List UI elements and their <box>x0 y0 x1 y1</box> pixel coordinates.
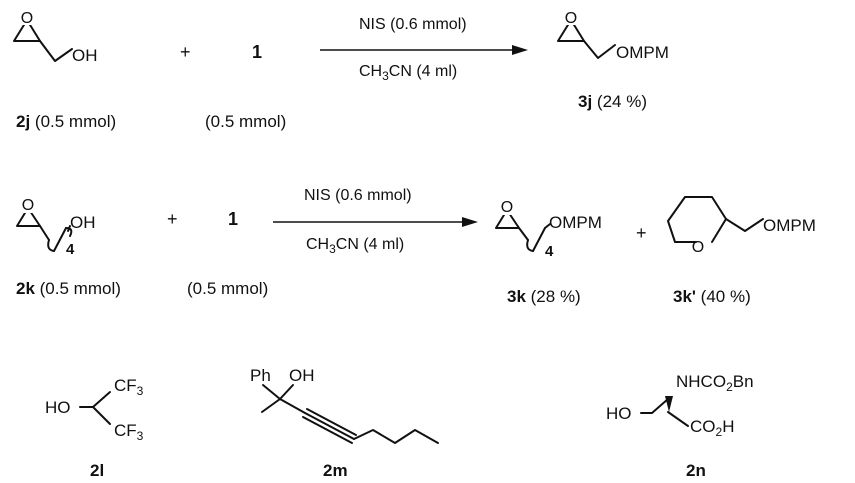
compound-2n-nhcbz: NHCO2Bn <box>676 372 754 394</box>
row2-product-ompm: OMPM <box>549 213 602 232</box>
row1-product-3j: O OMPM <box>557 10 669 62</box>
svg-text:O: O <box>565 10 577 27</box>
row2-plus2: + <box>636 223 647 243</box>
row2-product-label: 3k (28 %) <box>507 287 581 306</box>
row2-substrate-2k: O OH 4 <box>16 197 96 258</box>
row1-plus: + <box>180 42 191 62</box>
row2-reagent-amount: (0.5 mmol) <box>187 279 268 298</box>
row1-substrate-oh: OH <box>72 46 98 65</box>
row2-reagent-1: 1 <box>228 209 238 229</box>
compound-2n-label: 2n <box>686 461 706 480</box>
row1-substrate-2j: O OH <box>13 10 98 65</box>
row2-arrowhead <box>462 217 478 227</box>
compound-2m-oh: OH <box>289 366 315 385</box>
row1-product-label: 3j (24 %) <box>578 92 647 111</box>
compound-2l: HO CF3 CF3 2l <box>45 376 144 480</box>
svg-text:O: O <box>501 199 513 216</box>
row2-product-3k: O OMPM 4 <box>495 199 602 260</box>
row2-side-product-3k-prime: O OMPM <box>667 196 816 256</box>
row1-condition-bottom: CH3CN (4 ml) <box>359 63 457 83</box>
row1-reagent-1: 1 <box>252 42 262 62</box>
row1-substrate-label: 2j (0.5 mmol) <box>16 112 116 131</box>
row2-side-product-ompm: OMPM <box>763 216 816 235</box>
row2-substrate-subscript: 4 <box>66 241 75 258</box>
row2-ring-oxygen: O <box>692 239 704 256</box>
row1-arrowhead <box>512 45 528 55</box>
compound-2m: Ph OH 2m <box>250 366 439 480</box>
compound-2n-ho: HO <box>606 404 632 423</box>
row2-condition-top: NIS (0.6 mmol) <box>304 187 412 204</box>
row2-substrate-label: 2k (0.5 mmol) <box>16 279 121 298</box>
row1-condition-top: NIS (0.6 mmol) <box>359 16 467 33</box>
svg-text:O: O <box>21 10 33 27</box>
row1-product-ompm: OMPM <box>616 43 669 62</box>
compound-2l-cf3-top: CF3 <box>114 376 144 398</box>
row2-substrate-oh: OH <box>70 213 96 232</box>
row2-product-subscript: 4 <box>545 243 554 260</box>
compound-2l-label: 2l <box>90 461 104 480</box>
compound-2m-ph: Ph <box>250 366 271 385</box>
row2-plus: + <box>167 209 178 229</box>
compound-2m-label: 2m <box>323 461 348 480</box>
compound-2l-cf3-bottom: CF3 <box>114 421 144 443</box>
row1-reagent-amount: (0.5 mmol) <box>205 112 286 131</box>
compound-2l-ho: HO <box>45 398 71 417</box>
row2-side-product-label: 3k' (40 %) <box>673 287 751 306</box>
svg-text:O: O <box>22 197 34 214</box>
row2-condition-bottom: CH3CN (4 ml) <box>306 236 404 256</box>
compound-2n: NHCO2Bn HO CO2H 2n <box>606 372 754 480</box>
compound-2n-co2h: CO2H <box>690 417 734 439</box>
